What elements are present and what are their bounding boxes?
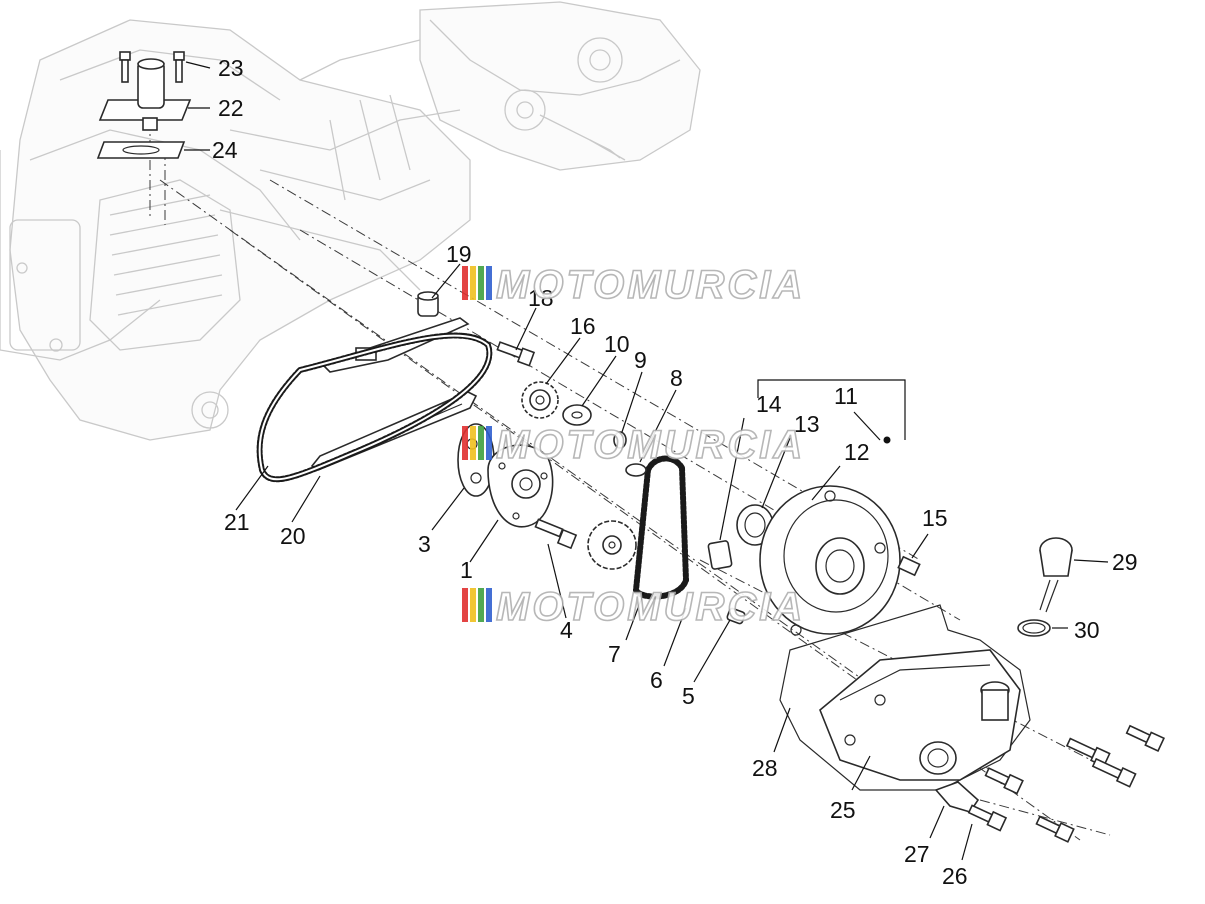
callout-25: 25 [830,797,856,823]
callout-6: 6 [650,667,663,693]
tensioner-bolt-part-23 [119,51,185,83]
group-bracket-part-11 [757,379,906,444]
callout-19: 19 [446,241,472,267]
bolts-part-26 [967,724,1165,843]
bolt-part-18 [496,341,536,367]
cover-part-12 [759,485,901,636]
bush-part-19 [417,291,439,317]
o-ring-part-30 [1017,619,1051,637]
pad-part-14 [707,540,733,570]
callout-22: 22 [218,95,244,121]
watermark-text: MOTOMURCIA [496,585,805,629]
callout-4: 4 [560,617,573,643]
dipstick-cap-part-29 [1039,537,1073,613]
callout-20: 20 [280,523,306,549]
callout-1: 1 [460,557,473,583]
callout-26: 26 [942,863,968,889]
pin-part-5 [726,607,746,625]
callout-14: 14 [756,391,782,417]
engine-crankcase-ghost [0,1,701,441]
cover-gasket-part-28 [779,604,1031,791]
tensioner-gasket-part-24 [96,141,186,159]
timing-chain [256,332,493,483]
washer-part-8 [625,463,647,477]
oil-pump-chain-part-6 [633,455,689,600]
callout-23: 23 [218,55,244,81]
callout-10: 10 [604,331,630,357]
watermark-text: MOTOMURCIA [496,423,805,467]
callout-7: 7 [608,641,621,667]
callout-18: 18 [528,285,554,311]
callout-28: 28 [752,755,778,781]
oil-pump-part-1 [487,444,554,528]
callout-21: 21 [224,509,250,535]
screw-part-15 [897,555,921,577]
callout-8: 8 [670,365,683,391]
callout-13: 13 [794,411,820,437]
callout-12: 12 [844,439,870,465]
washer-part-10 [562,404,592,426]
callout-24: 24 [212,137,238,163]
callout-15: 15 [922,505,948,531]
watermark-logo-2: MOTOMURCIA [462,422,805,468]
callout-labels: 23 22 24 19 18 16 10 9 8 11 14 13 12 15 … [212,55,1138,889]
watermark-text: MOTOMURCIA [496,263,805,307]
callout-29: 29 [1112,549,1138,575]
oil-pump-sprocket-part-7 [587,520,637,570]
watermark-logo-3: MOTOMURCIA [462,584,805,630]
sprocket-part-16 [521,381,559,419]
bolt-part-4 [534,518,578,550]
pin-part-9 [613,431,627,449]
leader-lines [184,61,1109,861]
callout-30: 30 [1074,617,1100,643]
chain-tensioner-part-22 [98,58,192,131]
callout-9: 9 [634,347,647,373]
callout-11: 11 [834,383,858,409]
callout-16: 16 [570,313,596,339]
oil-cover-part-25 [819,649,1021,781]
watermark-logo-1: MOTOMURCIA [462,262,805,308]
callout-27: 27 [904,841,930,867]
callout-3: 3 [418,531,431,557]
callout-5: 5 [682,683,695,709]
